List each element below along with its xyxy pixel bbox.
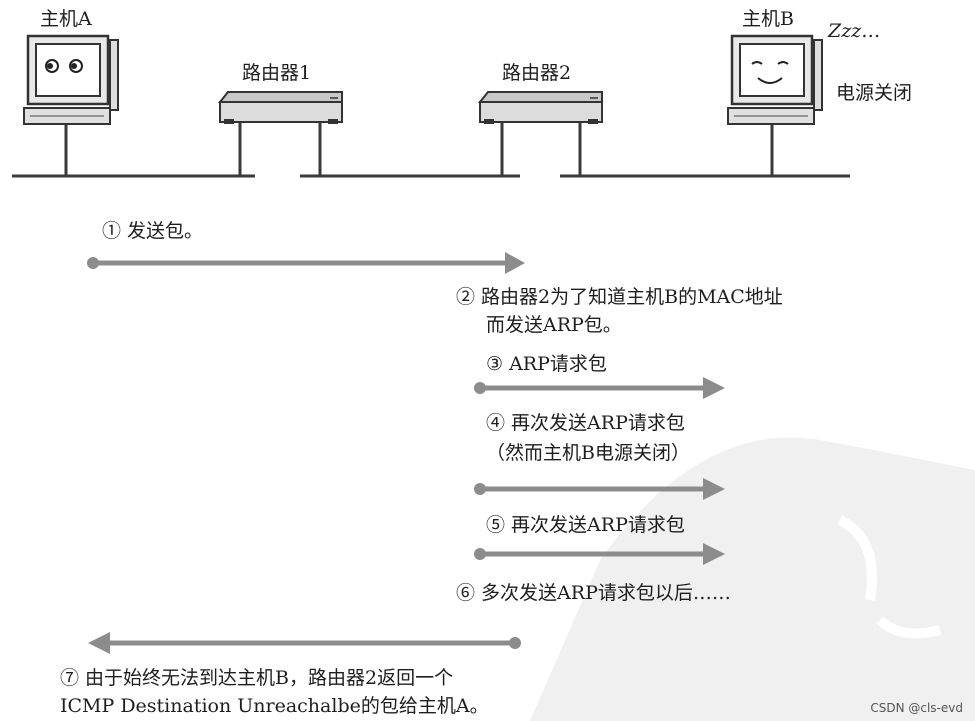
step-3-label: ③ ARP请求包 bbox=[486, 353, 607, 375]
router-2-icon bbox=[477, 91, 603, 124]
step-4-label-line-1: ④ 再次发送ARP请求包 bbox=[486, 412, 685, 434]
host-b-status-label: 电源关闭 bbox=[836, 82, 913, 104]
step-2-label-line-1: ② 路由器2为了知道主机B的MAC地址 bbox=[456, 286, 783, 308]
step-2-label-line-2: 而发送ARP包。 bbox=[486, 314, 622, 336]
step-4-label-line-2: （然而主机B电源关闭） bbox=[486, 442, 690, 464]
step-6-label: ⑥ 多次发送ARP请求包以后…… bbox=[456, 582, 731, 604]
router-2-label: 路由器2 bbox=[502, 62, 572, 84]
host-b-sleep-text: Zzz… bbox=[828, 20, 881, 42]
host-a-computer-icon bbox=[23, 34, 119, 125]
step-7-label-line-2: ICMP Destination Unreachalbe的包给主机A。 bbox=[60, 695, 489, 717]
credit-watermark: CSDN @cls-evd bbox=[870, 701, 963, 715]
arrow-step-5 bbox=[474, 543, 725, 565]
step-1-label: ① 发送包。 bbox=[102, 220, 204, 242]
step-5-label: ⑤ 再次发送ARP请求包 bbox=[486, 514, 685, 536]
host-b-computer-icon bbox=[727, 34, 823, 125]
host-b-label: 主机B bbox=[742, 8, 794, 30]
arrow-step-4 bbox=[474, 478, 725, 500]
router-1-icon bbox=[217, 91, 343, 124]
router-1-label: 路由器1 bbox=[242, 62, 312, 84]
arrow-step-3 bbox=[474, 377, 725, 399]
arrow-step-1 bbox=[87, 252, 525, 274]
host-a-label: 主机A bbox=[40, 8, 92, 30]
arrow-step-7 bbox=[88, 632, 521, 654]
step-7-label-line-1: ⑦ 由于始终无法到达主机B，路由器2返回一个 bbox=[60, 667, 454, 689]
